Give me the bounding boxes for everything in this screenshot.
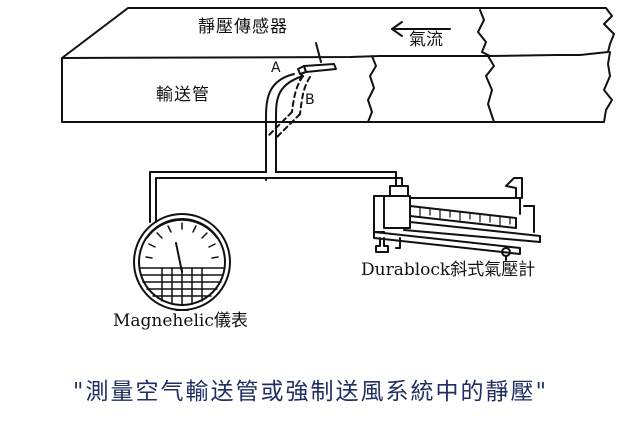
figure-caption: "測量空气輸送管或強制送風系統中的靜壓" <box>72 379 549 405</box>
durablock-right-fitting <box>505 177 523 199</box>
durablock-inclined-tube <box>409 205 517 229</box>
tube-b <box>267 75 311 139</box>
airflow-arrow <box>391 21 451 37</box>
durablock-label: Durablock斜式氣壓計 <box>361 260 536 280</box>
tube-a <box>265 73 304 173</box>
duct-pipe <box>61 7 615 123</box>
magnehelic-needle <box>175 242 183 273</box>
duct-break-top <box>477 9 491 57</box>
durablock-inclined-manometer <box>373 177 541 261</box>
durablock-leveling-foot <box>375 237 389 253</box>
duct-label: 輸送管 <box>156 85 210 105</box>
point-a-label: A <box>271 60 281 76</box>
sensor-label: 靜壓傳感器 <box>198 17 288 37</box>
magnehelic-gauge <box>133 213 231 311</box>
duct-break-crack <box>367 55 377 123</box>
static-pressure-sensor <box>297 42 337 81</box>
feed-tubes <box>149 171 403 223</box>
magnehelic-label: Magnehelic儀表 <box>113 311 248 331</box>
magnehelic-ticks <box>145 222 219 259</box>
duct-break-left-edge <box>485 55 495 123</box>
durablock-base <box>373 231 521 255</box>
point-b-label: B <box>305 92 315 108</box>
durablock-reservoir <box>383 195 411 229</box>
duct-body <box>61 51 613 123</box>
durablock-scale-ticks <box>419 207 511 226</box>
duct-top-face <box>61 7 615 59</box>
magnehelic-dial-hatching <box>139 267 225 306</box>
airflow-label: 氣流 <box>409 30 443 50</box>
